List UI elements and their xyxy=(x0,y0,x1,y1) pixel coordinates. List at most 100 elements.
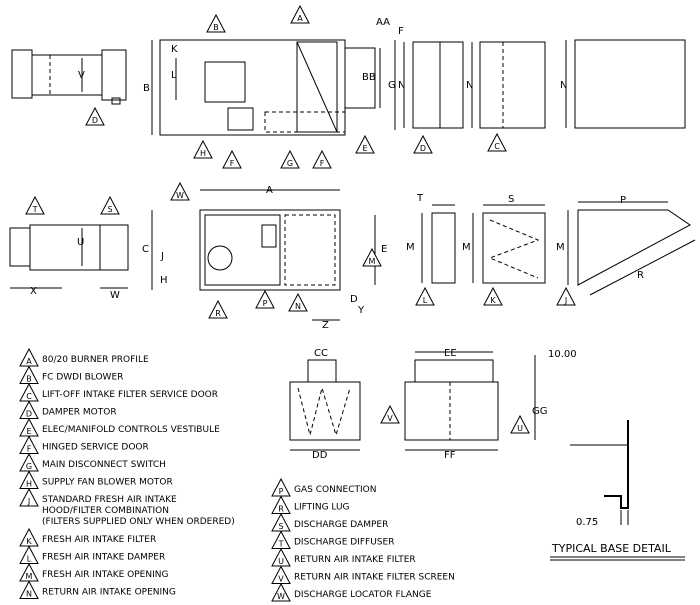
bottom-views: CC DD EE FF GG 10.00 xyxy=(289,348,577,461)
callout-letter: L xyxy=(27,555,32,564)
callout-s: S xyxy=(100,195,120,215)
legend-text: FRESH AIR INTAKE DAMPER xyxy=(42,553,165,563)
callout-f: F xyxy=(222,149,242,169)
legend-text: STANDARD FRESH AIR INTAKE xyxy=(42,495,177,505)
callout-letter: J xyxy=(564,296,567,305)
dim-t: T xyxy=(416,193,424,204)
callout-a: A xyxy=(290,4,310,24)
callout-triangle-icon xyxy=(355,134,375,154)
legend-callout-u: U xyxy=(271,547,291,567)
callout-t: T xyxy=(25,195,45,215)
typical-base-detail: 0.75 TYPICAL BASE DETAIL xyxy=(550,420,685,561)
legend-text: HINGED SERVICE DOOR xyxy=(42,443,149,453)
dim-w: W xyxy=(110,290,120,301)
callout-letter: H xyxy=(200,149,206,158)
callout-letter: P xyxy=(263,299,268,308)
legend-callout-k: K xyxy=(19,527,39,547)
legend-text: (FILTERS SUPPLIED ONLY WHEN ORDERED) xyxy=(42,517,235,527)
callout-letter: R xyxy=(278,505,284,514)
dim-n-2: N xyxy=(466,80,473,91)
dim-z: Z xyxy=(322,320,329,331)
intake-views: T M S M P M R xyxy=(406,193,696,296)
callout-letter: B xyxy=(213,23,219,32)
dim-10: 10.00 xyxy=(548,349,577,360)
dim-ff: FF xyxy=(444,450,456,461)
dim-v: V xyxy=(78,70,85,81)
legend-callout-h: H xyxy=(19,470,39,489)
legend-callout-f: F xyxy=(19,435,39,454)
callout-triangle-icon xyxy=(25,195,45,215)
callout-letter: N xyxy=(26,590,32,599)
callout-u: U xyxy=(510,414,530,434)
callout-v: V xyxy=(380,404,400,424)
callout-letter: T xyxy=(32,205,38,214)
base-detail-title: TYPICAL BASE DETAIL xyxy=(551,542,672,555)
legend-text: DISCHARGE DIFFUSER xyxy=(294,538,394,548)
callout-letter: D xyxy=(92,116,98,125)
callout-letter: U xyxy=(278,557,284,566)
callout-triangle-icon xyxy=(556,286,576,306)
dim-ee: EE xyxy=(444,348,457,359)
callout-triangle-icon xyxy=(100,195,120,215)
callout-triangle-icon xyxy=(206,13,226,33)
callout-e: E xyxy=(355,134,375,154)
dim-dd: DD xyxy=(312,450,328,461)
callout-d: D xyxy=(413,134,433,154)
front-main-view: A C J H E D Y Z xyxy=(142,185,387,331)
callout-triangle-icon xyxy=(19,487,39,507)
callout-letter: F xyxy=(230,159,235,168)
callout-letter: K xyxy=(490,296,496,305)
dim-gg: GG xyxy=(532,406,548,417)
callout-letter: A xyxy=(26,357,32,366)
callout-letter: F xyxy=(320,159,325,168)
legend-callout-g: G xyxy=(19,452,39,472)
callout-triangle-icon xyxy=(170,181,190,201)
end-views-top: N N N xyxy=(398,39,686,129)
callout-letter: M xyxy=(26,572,33,581)
legend-text: FC DWDI BLOWER xyxy=(42,373,123,383)
callout-b: B xyxy=(206,13,226,33)
dim-x: X xyxy=(30,286,37,297)
dim-cc: CC xyxy=(314,348,328,359)
callout-triangle-icon xyxy=(19,580,39,599)
legend-text: RETURN AIR INTAKE OPENING xyxy=(42,588,176,598)
legend-text: DAMPER MOTOR xyxy=(42,408,117,418)
legend-text: FRESH AIR INTAKE OPENING xyxy=(42,570,168,580)
callout-letter: S xyxy=(278,522,283,531)
legend-text: GAS CONNECTION xyxy=(294,485,376,495)
callout-letter: H xyxy=(26,480,32,489)
legend-text: SUPPLY FAN BLOWER MOTOR xyxy=(42,478,173,488)
legend-item-n: N RETURN AIR INTAKE OPENING xyxy=(19,580,176,599)
dim-r: R xyxy=(637,270,644,281)
callout-c: C xyxy=(487,132,507,152)
callout-f: F xyxy=(312,149,332,169)
legend-text: 80/20 BURNER PROFILE xyxy=(42,355,149,365)
dim-bb: BB xyxy=(362,72,376,83)
callout-letter: G xyxy=(26,462,32,471)
callout-j: J xyxy=(556,286,576,306)
callout-l: L xyxy=(415,286,435,306)
dim-e: E xyxy=(381,244,387,255)
legend-text: MAIN DISCONNECT SWITCH xyxy=(42,460,166,470)
dim-m-1: M xyxy=(406,242,415,253)
callout-k: K xyxy=(483,286,503,306)
legend-callout-d: D xyxy=(19,400,39,419)
legend-callout-r: R xyxy=(271,495,291,514)
dim-s: S xyxy=(508,194,514,205)
dim-l: L xyxy=(171,70,177,81)
callout-m: M xyxy=(362,247,382,267)
dim-h: H xyxy=(160,275,168,286)
callout-letter: M xyxy=(369,257,376,266)
discharge-side-view: U X W xyxy=(9,224,129,301)
